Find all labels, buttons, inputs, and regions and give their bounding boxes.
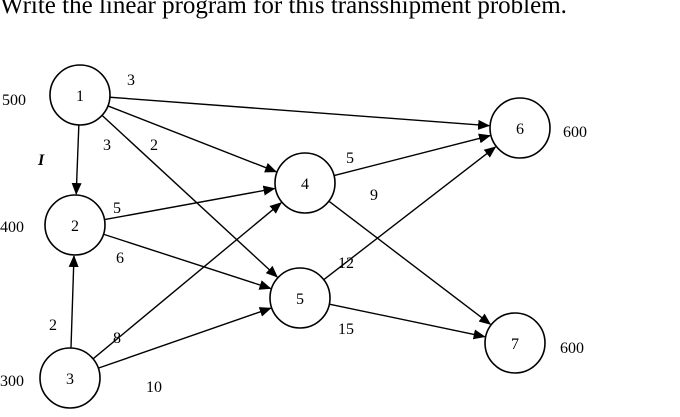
edge-3-to-5 [98, 307, 272, 369]
edge-2-to-4 [104, 185, 276, 221]
node-1: 1 [49, 64, 111, 126]
edge-5-to-7 [329, 303, 486, 340]
node-6-supply-demand: 600 [563, 124, 587, 141]
edge-cost-1-6: 3 [127, 72, 135, 89]
node-id-label: 2 [71, 218, 79, 235]
edge-cost-4-7: 9 [370, 187, 378, 204]
node-id-label: 1 [76, 88, 84, 105]
node-circle [489, 97, 551, 159]
edge-4-to-7 [328, 200, 492, 325]
edge-cost-3-5: 10 [146, 379, 162, 396]
edge-cost-1-4: 2 [150, 137, 158, 154]
edge-cost-2-5: 6 [116, 250, 124, 267]
edge-1-to-4 [107, 105, 278, 173]
node-id-label: 3 [66, 371, 74, 388]
node-5: 5 [269, 267, 331, 329]
node-2: 2 [44, 194, 106, 256]
edge-1-to-6 [109, 96, 491, 130]
edge-5-to-6 [323, 146, 497, 281]
node-3: 3 [39, 347, 101, 409]
node-circle [49, 64, 111, 126]
node-id-label: 5 [296, 291, 304, 308]
edge-cost-5-6: 12 [338, 255, 354, 272]
node-3-supply-demand: 300 [0, 373, 24, 390]
edge-cost-3-4: 8 [113, 330, 121, 347]
node-id-label: 4 [301, 176, 309, 193]
edge-2-to-5 [103, 233, 272, 290]
node-2-supply-demand: 400 [0, 219, 24, 236]
node-1-supply-demand: 500 [2, 92, 26, 109]
edge-cost-1-2: 3 [103, 137, 111, 154]
handwritten-annotation: I [37, 152, 45, 169]
node-id-label: 6 [516, 121, 524, 138]
node-circle [269, 267, 331, 329]
node-7: 7 [484, 312, 546, 374]
edge-cost-4-6: 5 [346, 150, 354, 167]
problem-title: Write the linear program for this transs… [0, 0, 567, 19]
edge-cost-2-4: 5 [113, 200, 121, 217]
node-id-label: 7 [511, 336, 519, 353]
edge-3-to-4 [92, 202, 282, 360]
edge-4-to-6 [333, 133, 491, 177]
node-circle [274, 152, 336, 214]
edge-1-to-5 [101, 114, 278, 278]
edge-1-to-2 [71, 124, 82, 196]
edge-3-to-2 [68, 254, 79, 349]
edges-layer [68, 96, 497, 369]
node-circle [484, 312, 546, 374]
node-circle [39, 347, 101, 409]
node-circle [44, 194, 106, 256]
node-6: 6 [489, 97, 551, 159]
edge-cost-5-7: 15 [338, 321, 354, 338]
edge-cost-3-2: 2 [49, 317, 57, 334]
node-7-supply-demand: 600 [560, 340, 584, 357]
node-4: 4 [274, 152, 336, 214]
